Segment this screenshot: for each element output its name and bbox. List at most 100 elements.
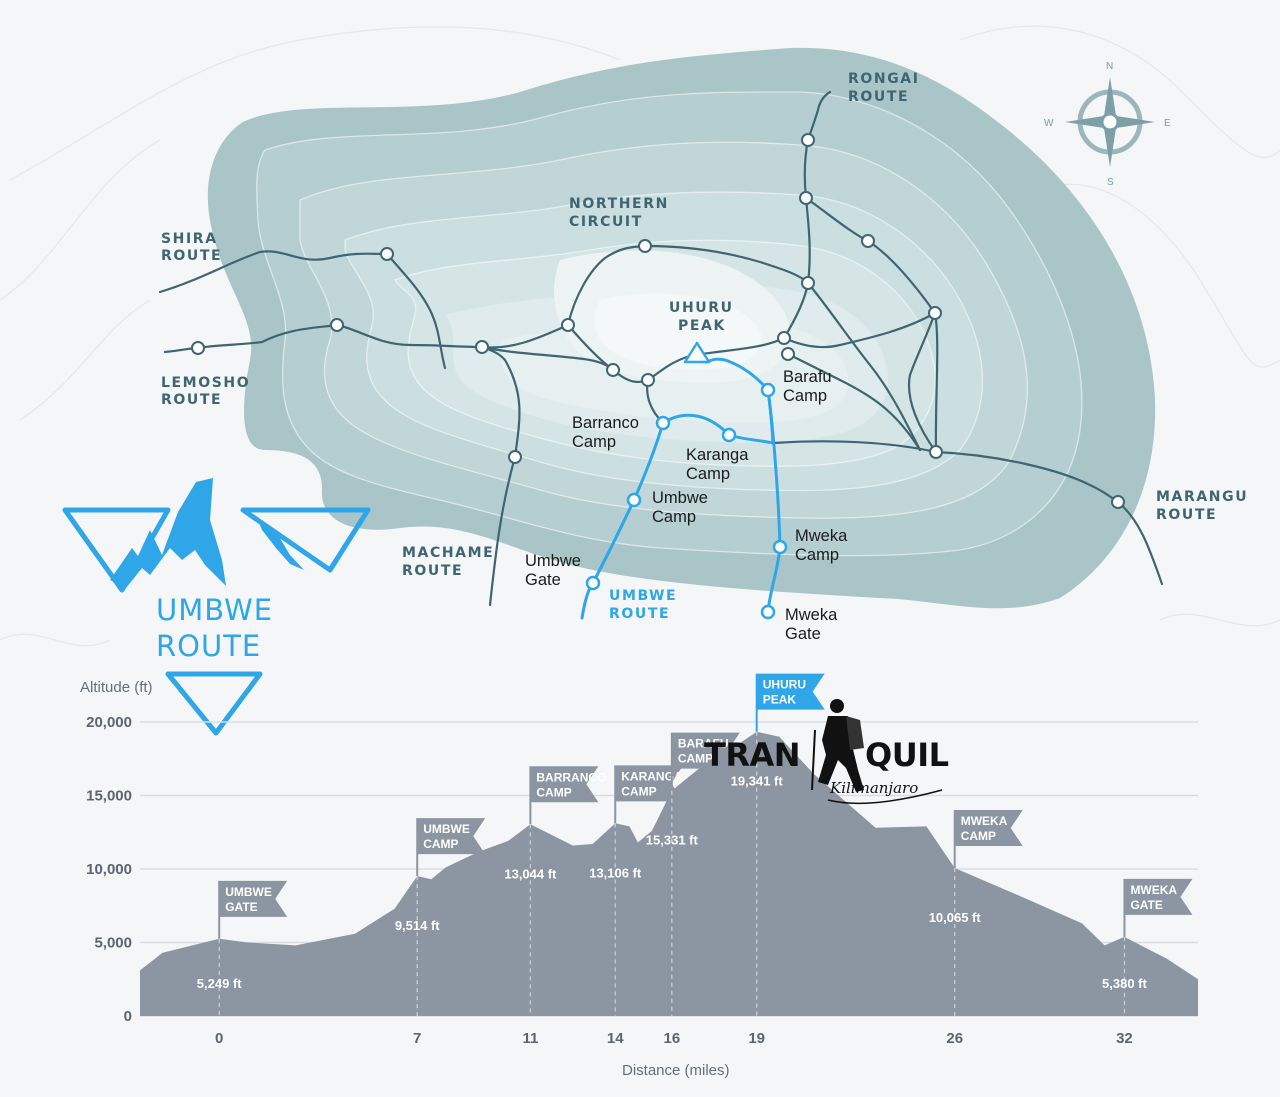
label-mweka-camp-1: Mweka bbox=[795, 527, 848, 545]
flag-text: CAMP bbox=[621, 784, 656, 798]
umbwe-nodes bbox=[585, 382, 788, 620]
route-labels: RONGAI ROUTE NORTHERN CIRCUIT SHIRA ROUT… bbox=[161, 71, 1247, 622]
brand-name-right: QUIL bbox=[865, 736, 949, 774]
flag-text: GATE bbox=[1130, 898, 1162, 912]
node-east-1 bbox=[928, 306, 942, 320]
route-nodes bbox=[191, 133, 1125, 509]
compass-e: E bbox=[1164, 118, 1171, 129]
elevation-value-label: 13,044 ft bbox=[504, 866, 557, 881]
node-mweka-camp bbox=[772, 539, 788, 555]
node-east-3 bbox=[781, 347, 795, 361]
summit-line bbox=[704, 357, 770, 392]
flag-text: MWEKA bbox=[1130, 883, 1177, 897]
x-tick-label: 11 bbox=[522, 1030, 538, 1047]
hiker-icon bbox=[811, 699, 864, 792]
flag-text: MWEKA bbox=[961, 814, 1008, 828]
label-mweka-camp-2: Camp bbox=[795, 546, 839, 564]
flag-banner bbox=[417, 818, 486, 855]
emblem-bottom-triangle bbox=[165, 671, 263, 736]
x-tick-label: 16 bbox=[663, 1030, 680, 1047]
circuit-south-link bbox=[786, 352, 922, 452]
y-tick-label: 15,000 bbox=[86, 788, 132, 805]
route-title-line2: ROUTE bbox=[156, 629, 261, 663]
node-rongai-1 bbox=[801, 133, 815, 147]
umbwe-ascent-line bbox=[580, 421, 665, 620]
flag-text: CAMP bbox=[536, 785, 571, 799]
flag-banner bbox=[219, 880, 288, 917]
flag-banner bbox=[671, 732, 740, 769]
label-barranco-1: Barranco bbox=[572, 414, 639, 432]
y-tick-label: 10,000 bbox=[86, 861, 132, 878]
label-karanga-1: Karanga bbox=[686, 446, 749, 464]
machame-upper-line bbox=[480, 336, 786, 384]
background-contours bbox=[0, 25, 1280, 647]
node-lemosho-2 bbox=[330, 318, 344, 332]
elevation-value-label: 10,065 ft bbox=[929, 910, 982, 925]
label-marangu-2: ROUTE bbox=[1156, 507, 1217, 523]
y-tick-label: 20,000 bbox=[86, 714, 132, 731]
label-umbwe-2: ROUTE bbox=[609, 606, 670, 622]
label-shira-2: ROUTE bbox=[161, 248, 222, 264]
y-axis-label: Altitude (ft) bbox=[80, 679, 153, 696]
label-barranco-2: Camp bbox=[572, 433, 616, 451]
node-lava-2 bbox=[641, 373, 655, 387]
brand-swoosh bbox=[827, 789, 943, 805]
emblem-right-triangle bbox=[240, 507, 371, 573]
node-umbwe-gate bbox=[585, 575, 601, 591]
node-marangu-gate bbox=[1111, 495, 1125, 509]
southern-circuit-line bbox=[771, 440, 938, 454]
node-karanga-camp bbox=[721, 427, 737, 443]
compass-rose-icon: N S W E bbox=[1044, 61, 1171, 188]
node-east-2 bbox=[777, 331, 791, 345]
flag-banner bbox=[756, 673, 825, 710]
node-rongai-3 bbox=[861, 234, 875, 248]
flag-text: CAMP bbox=[961, 829, 996, 843]
machame-route-line bbox=[480, 345, 521, 607]
y-tick-label: 0 bbox=[124, 1008, 132, 1025]
x-tick-label: 0 bbox=[215, 1030, 223, 1047]
elevation-profile-area bbox=[140, 731, 1198, 1016]
rongai-mid-line bbox=[806, 281, 922, 452]
label-umbwe-camp-2: Camp bbox=[652, 508, 696, 526]
umbwe-route-emblem: UMBWE ROUTE bbox=[62, 478, 371, 736]
x-tick-label: 19 bbox=[748, 1030, 765, 1047]
flag-text: CAMP bbox=[678, 752, 713, 766]
mountain-peaks-icon bbox=[110, 478, 226, 588]
y-tick-label: 5,000 bbox=[94, 935, 132, 952]
marangu-route-line bbox=[934, 450, 1164, 586]
label-lemosho-2: ROUTE bbox=[161, 392, 222, 408]
mweka-descent-line bbox=[766, 388, 782, 614]
label-rongai-1: RONGAI bbox=[848, 71, 920, 87]
label-karanga-2: Camp bbox=[686, 465, 730, 483]
node-circuit-north bbox=[638, 239, 652, 253]
shira-route-line bbox=[158, 250, 447, 370]
brand-subtitle: Kilimanjaro bbox=[829, 779, 918, 797]
label-barafu-1: Barafu bbox=[783, 368, 832, 386]
flag-text: UHURU bbox=[763, 678, 806, 692]
label-machame-2: ROUTE bbox=[402, 563, 463, 579]
brand-name-left: TRAN bbox=[704, 736, 800, 774]
node-mweka-gate bbox=[760, 604, 776, 620]
label-lemosho-1: LEMOSHO bbox=[161, 375, 250, 391]
flag-text: CAMP bbox=[423, 837, 458, 851]
label-umbwe-1: UMBWE bbox=[609, 588, 677, 604]
flag-banner bbox=[615, 765, 684, 802]
camp-labels: Barafu Camp Barranco Camp Karanga Camp U… bbox=[525, 368, 848, 643]
label-rongai-2: ROUTE bbox=[848, 89, 909, 105]
compass-w: W bbox=[1044, 118, 1054, 129]
flag-text: PEAK bbox=[763, 693, 797, 707]
label-northern-1: NORTHERN bbox=[569, 196, 669, 212]
elevation-value-label: 15,331 ft bbox=[646, 833, 699, 848]
node-barranco-camp bbox=[655, 415, 671, 431]
flag-text: KARANGA bbox=[621, 769, 683, 783]
node-lemosho-3 bbox=[475, 340, 489, 354]
elevation-chart: 0 5,000 10,000 15,000 20,000 Altitude (ft) 0… bbox=[80, 673, 1198, 1079]
uhuru-peak-triangle bbox=[683, 341, 711, 364]
